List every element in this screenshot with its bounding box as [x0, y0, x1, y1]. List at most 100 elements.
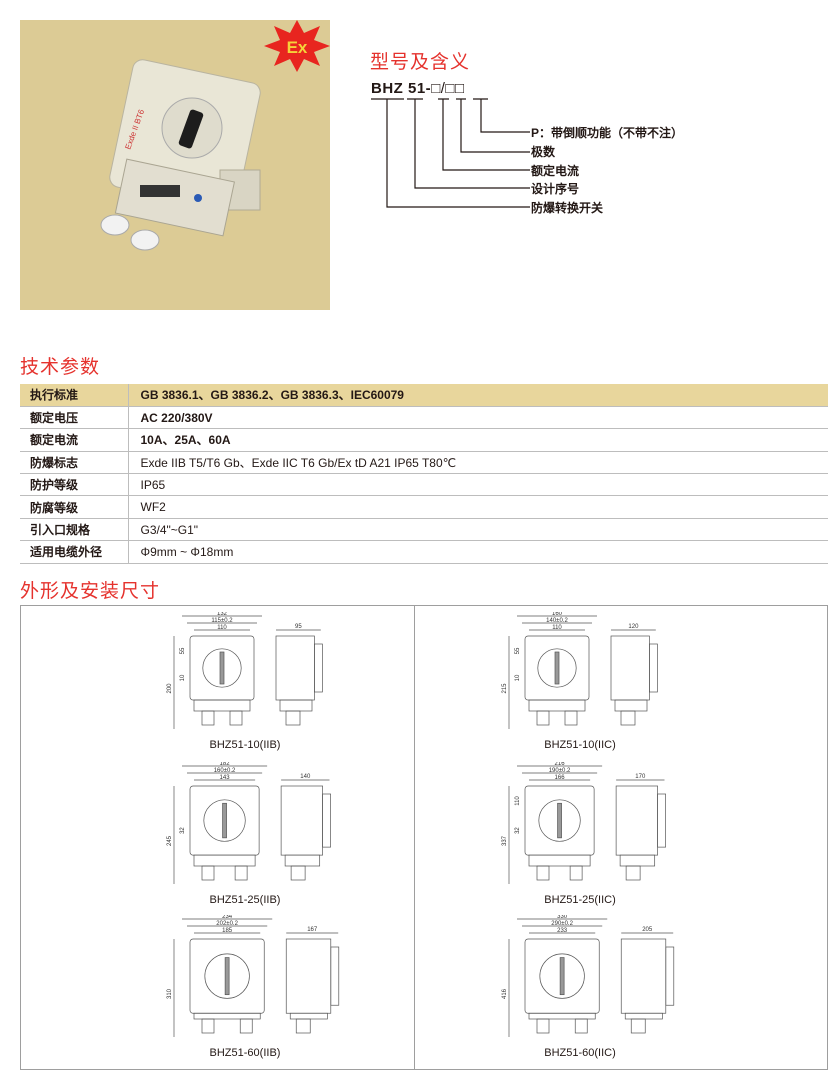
side-view-box — [620, 938, 667, 1014]
drawing-svg: 216 190±0.2 166 170 337 110 32 — [502, 761, 666, 884]
side-view-gland — [290, 865, 306, 881]
side-view-gland — [630, 1018, 646, 1034]
drawing-svg: 160 140±0.2 110 120 215 55 10 — [502, 611, 658, 729]
drawing-caption: BHZ51-10(IIB) — [209, 739, 281, 751]
dim-body-width: 110 — [217, 625, 227, 631]
switch-handle — [222, 802, 227, 839]
product-photo: Exde II BT6 — [20, 20, 330, 310]
dim-depth: 120 — [628, 624, 639, 630]
dim-depth: 140 — [300, 774, 311, 780]
dim-height: 416 — [502, 988, 508, 999]
drawing-caption: BHZ51-60(IIC) — [544, 1047, 616, 1059]
dim-h1: 55 — [180, 647, 186, 654]
switch-handle — [224, 957, 230, 996]
front-view-dial — [204, 953, 250, 999]
spec-label: 额定电流 — [20, 428, 129, 452]
dim-body-width: 110 — [552, 625, 562, 631]
dim-depth: 170 — [635, 774, 646, 780]
spec-label: 执行标准 — [20, 384, 129, 407]
spec-label: 防腐等级 — [20, 495, 129, 519]
dim-h2: 32 — [180, 827, 186, 834]
dimension-drawing: 330 290±0.2 233 205 416 — [470, 914, 690, 1058]
side-view-gland — [285, 710, 301, 726]
spec-label: 防爆标志 — [20, 451, 129, 475]
spec-label: 防护等级 — [20, 473, 129, 497]
dimension-drawing: 132 115±0.2 110 95 200 55 10 — [135, 611, 355, 750]
side-view-gland — [295, 1018, 311, 1034]
spec-label: 额定电压 — [20, 406, 129, 430]
dim-depth: 167 — [307, 927, 318, 933]
dim-body-width: 185 — [222, 928, 233, 934]
cable-gland — [229, 710, 243, 726]
side-view-lower-box — [624, 1012, 663, 1020]
cable-gland — [536, 710, 550, 726]
cable-gland — [201, 710, 215, 726]
drawing-caption: BHZ51-60(IIB) — [209, 1047, 281, 1059]
front-view-dial — [539, 953, 585, 999]
dim-depth: 205 — [642, 927, 653, 933]
dimensions-section-title: 外形及安装尺寸 — [20, 581, 161, 602]
spec-value: G3/4"~G1" — [128, 518, 828, 542]
front-view-lower-box — [528, 699, 586, 712]
drawing-svg: 132 115±0.2 110 95 200 55 10 — [167, 611, 323, 729]
drawing-caption: BHZ51-25(IIC) — [544, 894, 616, 906]
front-view-dial — [202, 648, 242, 688]
dim-height: 200 — [167, 683, 173, 694]
dim-h2: 32 — [515, 827, 521, 834]
side-view-box — [280, 785, 323, 856]
side-view-knob — [314, 643, 323, 693]
front-view-lower-box — [193, 699, 251, 712]
drawing-svg: 182 160±0.2 143 140 245 32 — [167, 761, 331, 884]
dim-h1: 55 — [515, 647, 521, 654]
switch-handle — [557, 802, 562, 839]
switch-handle — [554, 651, 560, 685]
front-view-dial — [203, 799, 246, 842]
dim-overall-width: 330 — [557, 915, 568, 920]
side-view-knob — [322, 793, 331, 848]
switch-handle — [559, 957, 565, 996]
spec-value: WF2 — [128, 495, 828, 519]
dim-height: 337 — [502, 835, 508, 846]
dimension-drawing: 182 160±0.2 143 140 245 32 — [135, 761, 355, 905]
cable-gland — [569, 865, 583, 881]
spec-value: GB 3836.1、GB 3836.2、GB 3836.3、IEC60079 — [128, 384, 828, 407]
spec-value: 10A、25A、60A — [128, 428, 828, 452]
spec-value: AC 220/380V — [128, 406, 828, 430]
spec-label: 适用电缆外径 — [20, 540, 129, 564]
side-view-lower-box — [284, 854, 321, 867]
panel-divider — [414, 605, 415, 1070]
drawing-svg: 330 290±0.2 233 205 416 — [502, 914, 675, 1037]
cable-gland — [564, 710, 578, 726]
side-view-box — [285, 938, 332, 1014]
front-view-lower-box — [528, 854, 591, 867]
drawing-caption: BHZ51-25(IIB) — [209, 894, 281, 906]
side-view-knob — [649, 643, 658, 693]
dim-body-width: 233 — [557, 928, 568, 934]
code-legend-lines — [371, 98, 530, 208]
dim-overall-width: 216 — [555, 762, 566, 767]
spec-value: Φ9mm ~ Φ18mm — [128, 540, 828, 564]
dim-overall-width: 182 — [220, 762, 231, 767]
dim-overall-width: 234 — [222, 915, 233, 920]
dim-overall-width: 160 — [552, 612, 563, 617]
code-prefix: BHZ 51- — [371, 80, 432, 97]
legend-current: 额定电流 — [531, 164, 580, 178]
model-section-title: 型号及含义 — [370, 52, 471, 73]
dim-mount-width: 160±0.2 — [214, 768, 236, 774]
cable-gland — [234, 865, 248, 881]
side-view-lower-box — [614, 699, 648, 712]
dim-height: 215 — [502, 683, 508, 694]
dim-body-width: 143 — [220, 775, 231, 781]
ex-badge: Ex — [262, 18, 332, 78]
svg-text:Ex: Ex — [287, 38, 308, 57]
dimension-drawing: 216 190±0.2 166 170 337 110 32 — [470, 761, 690, 905]
